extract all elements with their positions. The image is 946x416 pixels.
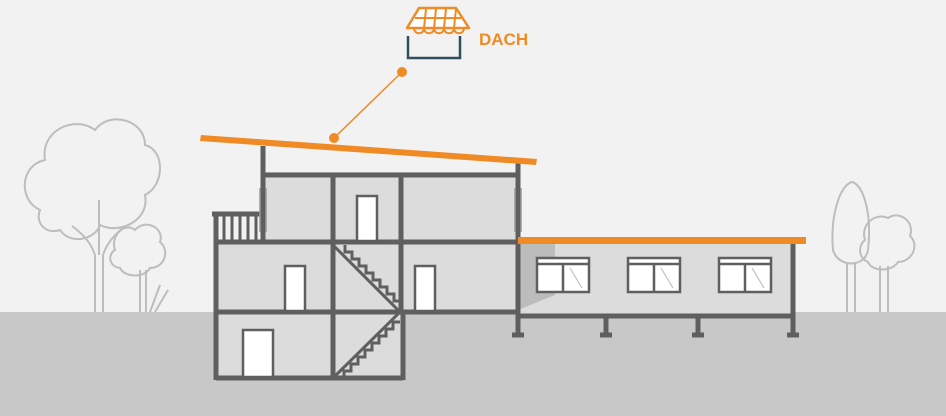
callout-connector (329, 67, 407, 143)
roof-house-icon (405, 6, 471, 60)
staircase (331, 243, 403, 380)
doors (241, 194, 437, 379)
window-glare (569, 267, 765, 289)
tree-right (831, 180, 916, 312)
main-roof (200, 135, 537, 165)
tree-left (23, 118, 169, 313)
ground (0, 312, 946, 416)
side-windows (259, 188, 522, 232)
annex-windows (535, 256, 773, 294)
balcony-railing (212, 211, 263, 242)
roof-label: DACH (479, 30, 528, 49)
house-structure (213, 146, 799, 381)
annex-roof (518, 237, 806, 244)
